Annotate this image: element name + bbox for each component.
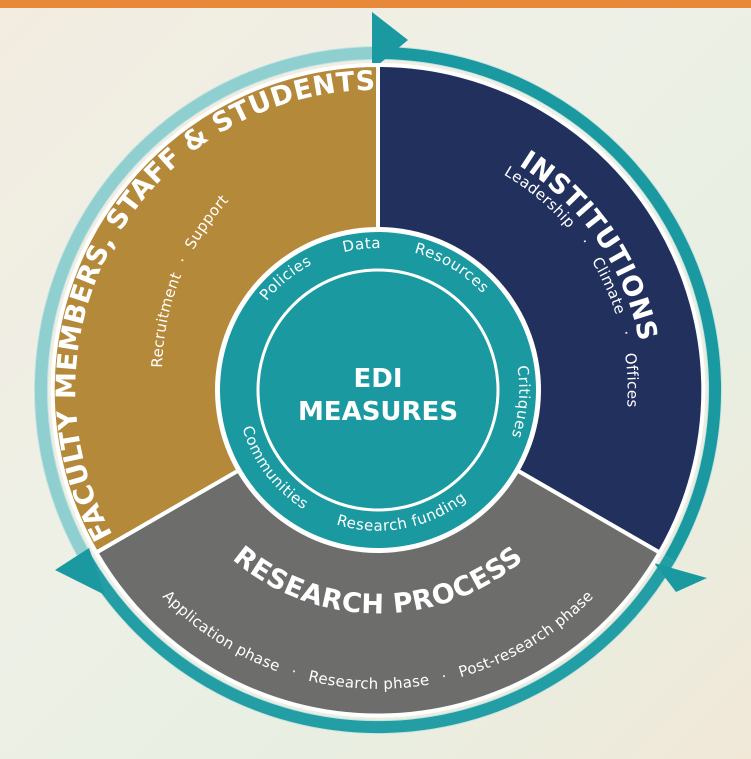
institutions-sub-separator-2: · [617,329,636,338]
top-color-strip [0,0,751,8]
left-arrowhead [55,548,105,595]
inner-ring [215,227,541,553]
institutions-sub-offices: Offices [621,352,642,408]
top-arrowhead [372,12,408,70]
ring-label-data: Data [341,234,381,256]
center-title-line2: MEASURES [298,397,458,427]
research-sub-separator-2: · [440,667,449,686]
center-title-line1: EDI [353,364,402,394]
cycle-arrow-icon [55,12,707,595]
right-arrowhead [654,563,707,592]
research-sub-separator-1: · [289,662,299,681]
